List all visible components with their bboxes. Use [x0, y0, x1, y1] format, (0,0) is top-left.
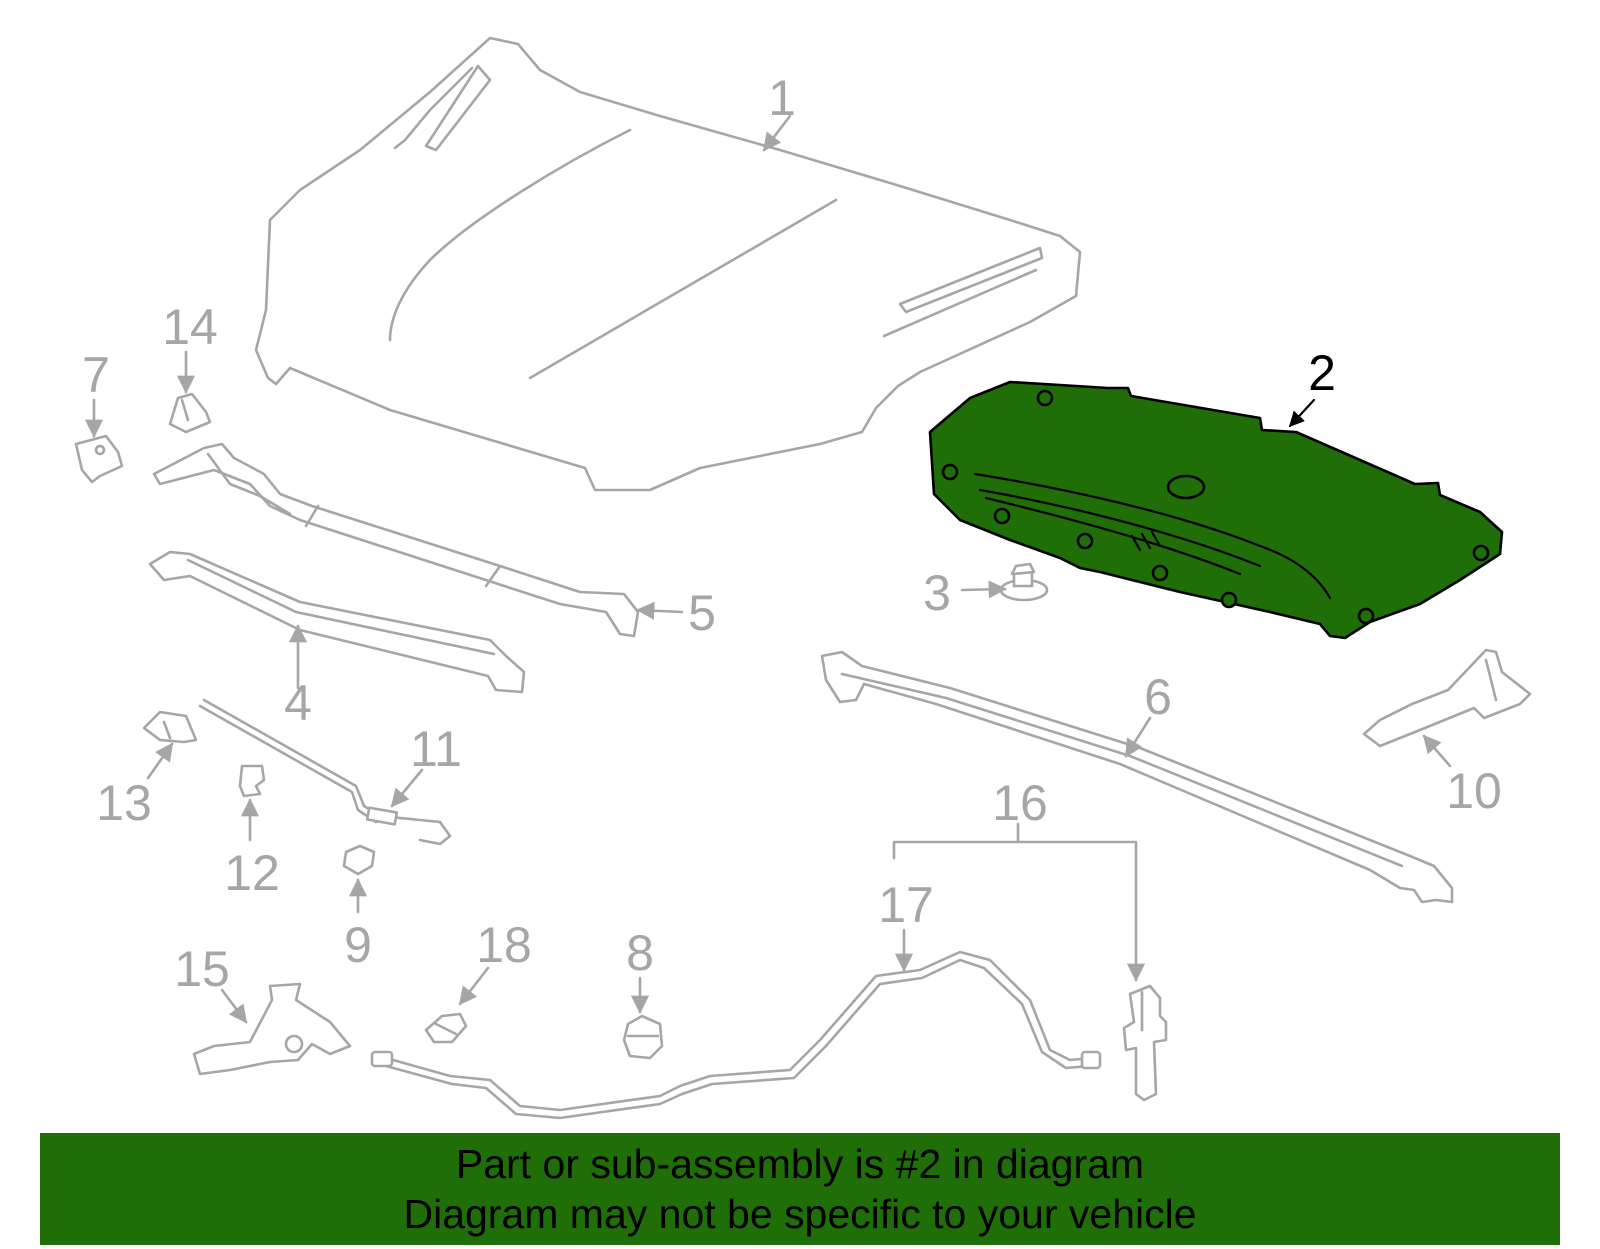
- callout-18: 18: [476, 917, 532, 973]
- part-13-holder: [142, 710, 198, 780]
- callout-9: 9: [344, 917, 372, 973]
- callout-4: 4: [284, 675, 312, 731]
- callout-14: 14: [162, 299, 218, 355]
- part-11-support-rod: [198, 698, 452, 846]
- banner-disclaimer-line: Diagram may not be specific to your vehi…: [403, 1191, 1197, 1237]
- part-7-bracket: [74, 398, 124, 484]
- callout-16: 16: [992, 775, 1048, 831]
- part-15-latch: [192, 982, 352, 1076]
- part-6-cross-member: [820, 650, 1454, 904]
- callout-5: 5: [688, 585, 716, 641]
- callout-12: 12: [224, 845, 280, 901]
- part-14-stopper: [168, 350, 212, 434]
- callout-3: 3: [923, 565, 951, 621]
- callout-13: 13: [96, 775, 152, 831]
- part-8-bumper: [622, 976, 664, 1060]
- part-9-cushion: [342, 844, 376, 914]
- part-12-grommet: [238, 764, 266, 842]
- callout-2: 2: [1308, 345, 1336, 401]
- callout-6: 6: [1144, 669, 1172, 725]
- callout-17: 17: [878, 877, 934, 933]
- callout-15: 15: [174, 941, 230, 997]
- parts-diagram: 1 2 3 4 5 6 7 8 9 10 11 12 13 14 15 16 1…: [74, 36, 1532, 1120]
- callout-8: 8: [626, 925, 654, 981]
- part-5-reinforcement: [152, 442, 684, 638]
- part-18-clip: [424, 966, 490, 1044]
- part-17-release-cable: [370, 928, 1102, 1120]
- callout-10: 10: [1446, 763, 1502, 819]
- callout-7: 7: [82, 347, 110, 403]
- part-4-reinforcement: [148, 550, 526, 694]
- banner-part-line: Part or sub-assembly is #2 in diagram: [455, 1141, 1145, 1187]
- part-3-clip: [960, 562, 1049, 602]
- callout-11: 11: [410, 721, 462, 777]
- part-2-hood-insulator: [928, 380, 1504, 640]
- part-16-lock-set: [892, 822, 1168, 1102]
- part-10-hinge: [1362, 648, 1532, 768]
- part-info-banner: Part or sub-assembly is #2 in diagram Di…: [40, 1133, 1560, 1245]
- callout-1: 1: [768, 70, 796, 126]
- part-1-hood: [254, 36, 1082, 492]
